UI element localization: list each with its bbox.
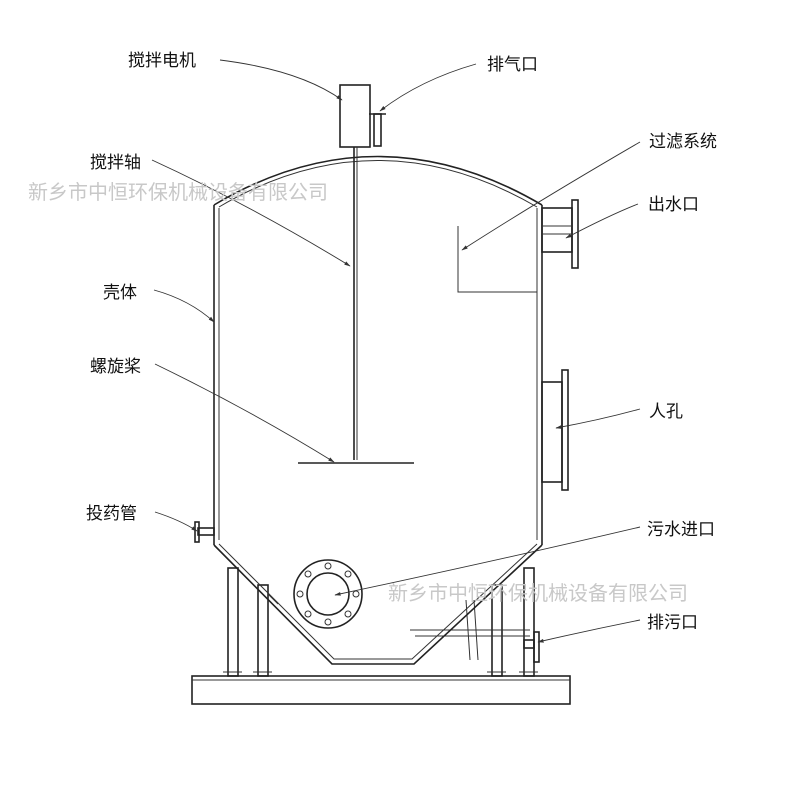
tank-shell [213, 155, 543, 665]
watermark-bottom: 新乡市中恒环保机械设备有限公司 [388, 581, 688, 605]
label-filter-system: 过滤系统 [649, 132, 717, 152]
base-plate [191, 675, 571, 705]
label-dosing-pipe: 投药管 [86, 504, 137, 524]
label-agitator-shaft: 搅拌轴 [90, 153, 141, 173]
label-sewage-inlet: 污水进口 [647, 520, 715, 540]
agitator-motor [339, 84, 371, 148]
label-shell: 壳体 [103, 283, 137, 303]
dosing-pipe [194, 521, 215, 543]
water-outlet-flange [541, 199, 579, 269]
manhole-flange [541, 369, 569, 491]
label-propeller: 螺旋桨 [90, 357, 141, 377]
filter-system [457, 226, 537, 293]
sewage-inlet-flange [293, 559, 363, 629]
agitator-shaft [353, 147, 358, 460]
support-legs [223, 567, 538, 677]
label-exhaust-port: 排气口 [487, 55, 538, 75]
leader-lines [151, 59, 641, 643]
label-drain-port: 排污口 [647, 613, 698, 633]
exhaust-pipe [369, 113, 386, 147]
drain-pipe [523, 631, 540, 663]
label-agitator-motor: 搅拌电机 [128, 51, 196, 71]
watermark-top: 新乡市中恒环保机械设备有限公司 [28, 180, 328, 204]
label-water-outlet: 出水口 [648, 195, 699, 215]
label-manhole: 人孔 [649, 402, 683, 422]
